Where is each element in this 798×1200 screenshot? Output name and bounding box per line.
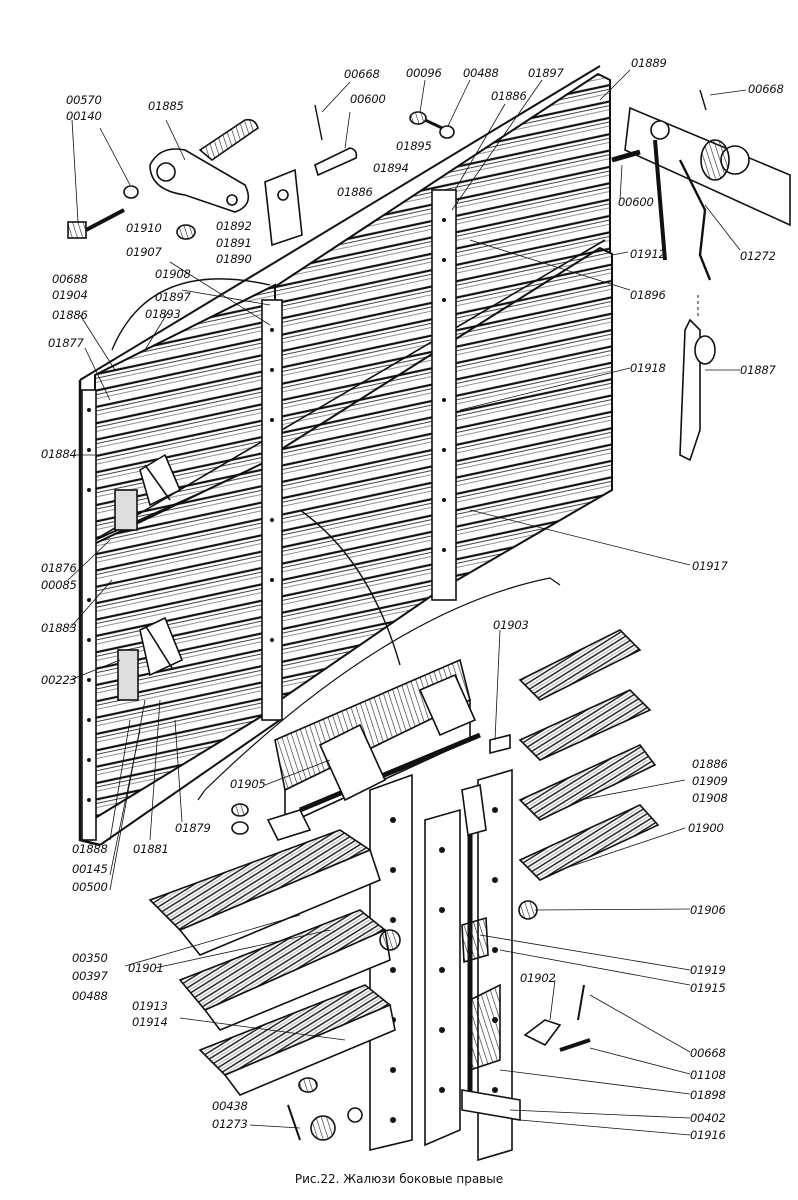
part-label: 01887 xyxy=(740,363,776,377)
part-label: 01917 xyxy=(692,559,728,573)
part-label: 01907 xyxy=(126,245,162,259)
part-label: 01886 xyxy=(52,308,88,322)
part-label: 01896 xyxy=(630,288,666,302)
part-label: 01909 xyxy=(692,774,728,788)
figure-caption: Рис.22. Жалюзи боковые правые xyxy=(294,1172,504,1186)
part-label: 00668 xyxy=(748,82,784,96)
part-label: 01908 xyxy=(155,267,191,281)
part-label: 01895 xyxy=(396,139,432,153)
part-label: 00223 xyxy=(41,673,77,687)
part-label: 01894 xyxy=(373,161,409,175)
part-label: 00096 xyxy=(406,66,442,80)
part-label: 01881 xyxy=(133,842,169,856)
part-label: 01886 xyxy=(337,185,373,199)
part-label: 01108 xyxy=(690,1068,726,1082)
part-label: 00488 xyxy=(72,989,108,1003)
part-label: 00145 xyxy=(72,862,108,876)
part-label: 01918 xyxy=(630,361,666,375)
part-label: 01272 xyxy=(740,249,776,263)
part-label: 01912 xyxy=(630,247,666,261)
part-label: 01888 xyxy=(72,842,108,856)
part-label: 01901 xyxy=(128,961,164,975)
part-label: 00397 xyxy=(72,969,108,983)
leader-lines xyxy=(67,69,747,1136)
part-label: 01886 xyxy=(692,757,728,771)
part-label: 01910 xyxy=(126,221,162,235)
part-label: 01915 xyxy=(690,981,726,995)
part-label: 01877 xyxy=(48,336,84,350)
part-label: 01897 xyxy=(528,66,564,80)
part-label: 00438 xyxy=(212,1099,248,1113)
top-exploded-parts xyxy=(67,89,791,462)
part-label: 01893 xyxy=(145,307,181,321)
part-label: 01879 xyxy=(175,821,211,835)
part-label: 01273 xyxy=(212,1117,248,1131)
part-label: 01913 xyxy=(132,999,168,1013)
part-label: 01891 xyxy=(216,236,252,250)
part-label: 00350 xyxy=(72,951,108,965)
part-label: 01876 xyxy=(41,561,77,575)
part-label: 01897 xyxy=(155,290,191,304)
part-label: 01916 xyxy=(690,1128,726,1142)
part-label: 00600 xyxy=(350,92,386,106)
lower-exploded-assembly xyxy=(148,509,660,1162)
part-label: 01890 xyxy=(216,252,252,266)
part-label: 01889 xyxy=(631,56,667,70)
part-label: 01885 xyxy=(148,99,184,113)
part-label: 01903 xyxy=(493,618,529,632)
part-label: 01883 xyxy=(41,621,77,635)
part-label: 01900 xyxy=(688,821,724,835)
part-label: 01906 xyxy=(690,903,726,917)
part-label: 01919 xyxy=(690,963,726,977)
part-label: 00085 xyxy=(41,578,77,592)
part-label: 00668 xyxy=(344,67,380,81)
part-label: 00140 xyxy=(66,109,102,123)
upper-louver-frame xyxy=(78,65,613,847)
part-label: 00600 xyxy=(618,195,654,209)
part-label: 01884 xyxy=(41,447,77,461)
part-label: 00500 xyxy=(72,880,108,894)
part-label: 01914 xyxy=(132,1015,168,1029)
part-label: 01905 xyxy=(230,777,266,791)
part-label: 00688 xyxy=(52,272,88,286)
part-label: 01892 xyxy=(216,219,252,233)
part-label: 00488 xyxy=(463,66,499,80)
part-label: 01886 xyxy=(491,89,527,103)
part-label: 01908 xyxy=(692,791,728,805)
part-label: 00668 xyxy=(690,1046,726,1060)
part-label: 01898 xyxy=(690,1088,726,1102)
part-label: 00402 xyxy=(690,1111,726,1125)
part-label: 01902 xyxy=(520,971,556,985)
part-label: 01904 xyxy=(52,288,88,302)
part-label: 00570 xyxy=(66,93,102,107)
